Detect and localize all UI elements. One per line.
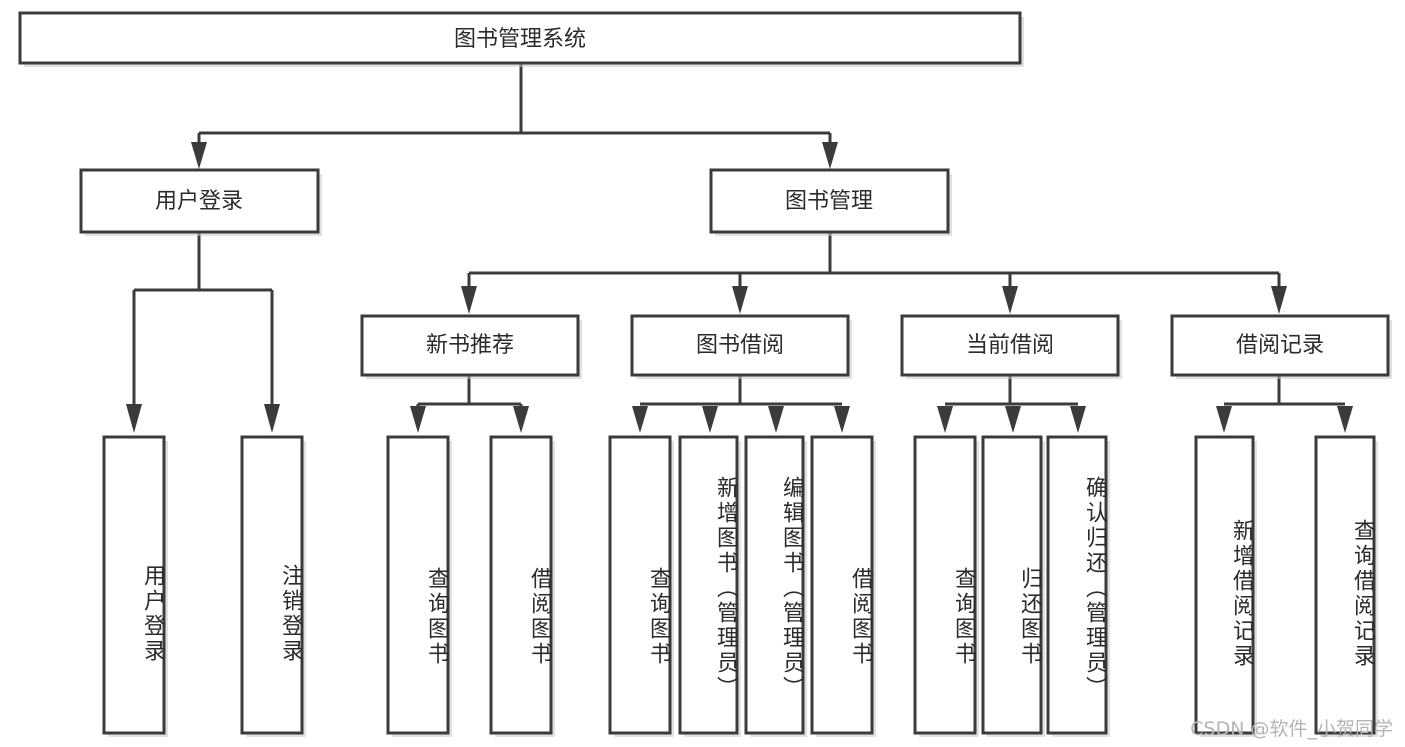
connector-group-root <box>191 64 838 169</box>
node-borrow-record-box[interactable] <box>1170 314 1390 377</box>
arrow-head-new-book <box>461 286 477 314</box>
arrow-head-current-borrow <box>1002 286 1018 314</box>
node-book-manage-box[interactable] <box>709 168 950 234</box>
leaf-new-book-2-box[interactable] <box>489 435 553 735</box>
leaf-node-borrow-record-1[interactable] <box>1194 435 1257 737</box>
node-user-login-box[interactable] <box>79 168 320 234</box>
node-root-label: 图书管理系统 <box>454 27 586 52</box>
node-book-manage[interactable]: 图书管理 <box>709 168 952 236</box>
node-book-borrow-box[interactable] <box>630 314 850 377</box>
node-new-book-recommend-box[interactable] <box>360 314 580 377</box>
node-book-manage-label: 图书管理 <box>785 189 873 214</box>
arrow-head-bookborrow-leaf-1 <box>632 406 648 433</box>
node-book-borrow[interactable]: 图书借阅 <box>630 314 852 379</box>
arrow-head-newbook-leaf-1 <box>410 406 426 433</box>
leaf-book-borrow-2-box[interactable] <box>678 435 739 735</box>
leaf-book-borrow-3-box[interactable] <box>744 435 805 735</box>
arrow-head-user-leaf-2 <box>264 404 280 433</box>
arrow-head-user-login <box>191 142 207 169</box>
node-current-borrow[interactable]: 当前借阅 <box>900 314 1122 379</box>
connector-group-new-book <box>410 376 529 433</box>
leaf-node-book-borrow-2[interactable] <box>678 435 741 737</box>
arrow-head-currentborrow-leaf-2 <box>1005 406 1021 433</box>
node-current-borrow-box[interactable] <box>900 314 1120 377</box>
node-current-borrow-label: 当前借阅 <box>966 333 1054 358</box>
watermark-label: CSDN @软件_小贺同学 <box>1190 718 1393 740</box>
leaf-borrow-record-2-box[interactable] <box>1314 435 1376 735</box>
connector-group-book-manage <box>461 233 1287 314</box>
connector-group-current-borrow <box>937 376 1086 433</box>
leaf-user-login-2-box[interactable] <box>240 435 304 735</box>
arrow-head-bookborrow-leaf-4 <box>834 406 850 433</box>
leaf-user-login-1-box[interactable] <box>102 435 166 735</box>
leaf-node-current-borrow-1[interactable] <box>913 435 979 737</box>
leaf-node-user-login-1[interactable] <box>102 435 168 737</box>
node-new-book-recommend[interactable]: 新书推荐 <box>360 314 582 379</box>
leaf-node-current-borrow-3[interactable] <box>1046 435 1110 737</box>
arrow-head-book-manage <box>822 142 838 169</box>
leaf-borrow-record-1-box[interactable] <box>1194 435 1255 735</box>
node-root[interactable]: 图书管理系统 <box>18 11 1024 67</box>
node-user-login-label: 用户登录 <box>155 189 243 214</box>
leaf-node-book-borrow-1[interactable] <box>608 435 674 737</box>
arrow-head-book-borrow <box>732 286 748 314</box>
node-book-borrow-label: 图书借阅 <box>696 333 784 358</box>
arrow-head-user-leaf-1 <box>126 404 142 433</box>
arrow-head-borrowrecord-leaf-1 <box>1216 406 1232 433</box>
leaf-current-borrow-3-box[interactable] <box>1046 435 1108 735</box>
connector-group-book-borrow <box>632 376 850 433</box>
leaf-new-book-1-box[interactable] <box>386 435 450 735</box>
leaf-current-borrow-1-box[interactable] <box>913 435 977 735</box>
leaf-node-new-book-2[interactable] <box>489 435 555 737</box>
leaf-node-book-borrow-4[interactable] <box>810 435 876 737</box>
leaf-current-borrow-2-box[interactable] <box>981 435 1043 735</box>
node-user-login[interactable]: 用户登录 <box>79 168 322 236</box>
arrow-head-currentborrow-leaf-1 <box>937 406 953 433</box>
leaf-node-borrow-record-2[interactable] <box>1314 435 1378 737</box>
arrow-head-bookborrow-leaf-3 <box>768 406 784 433</box>
leaf-node-book-borrow-3[interactable] <box>744 435 807 737</box>
node-borrow-record-label: 借阅记录 <box>1236 333 1324 358</box>
leaf-book-borrow-4-box[interactable] <box>810 435 874 735</box>
node-borrow-record[interactable]: 借阅记录 <box>1170 314 1392 379</box>
arrow-head-borrow-record <box>1271 286 1287 314</box>
leaf-book-borrow-1-box[interactable] <box>608 435 672 735</box>
leaf-node-current-borrow-2[interactable] <box>981 435 1045 737</box>
connector-group-borrow-record <box>1216 376 1353 433</box>
connector-group-user-login <box>126 233 280 433</box>
arrow-head-currentborrow-leaf-3 <box>1070 406 1086 433</box>
node-root-box[interactable] <box>18 11 1022 65</box>
node-new-book-recommend-label: 新书推荐 <box>426 333 514 358</box>
leaf-node-user-login-2[interactable] <box>240 435 306 737</box>
leaf-node-new-book-1[interactable] <box>386 435 452 737</box>
arrow-head-newbook-leaf-2 <box>513 406 529 433</box>
arrow-head-borrowrecord-leaf-2 <box>1337 406 1353 433</box>
arrow-head-bookborrow-leaf-2 <box>702 406 718 433</box>
